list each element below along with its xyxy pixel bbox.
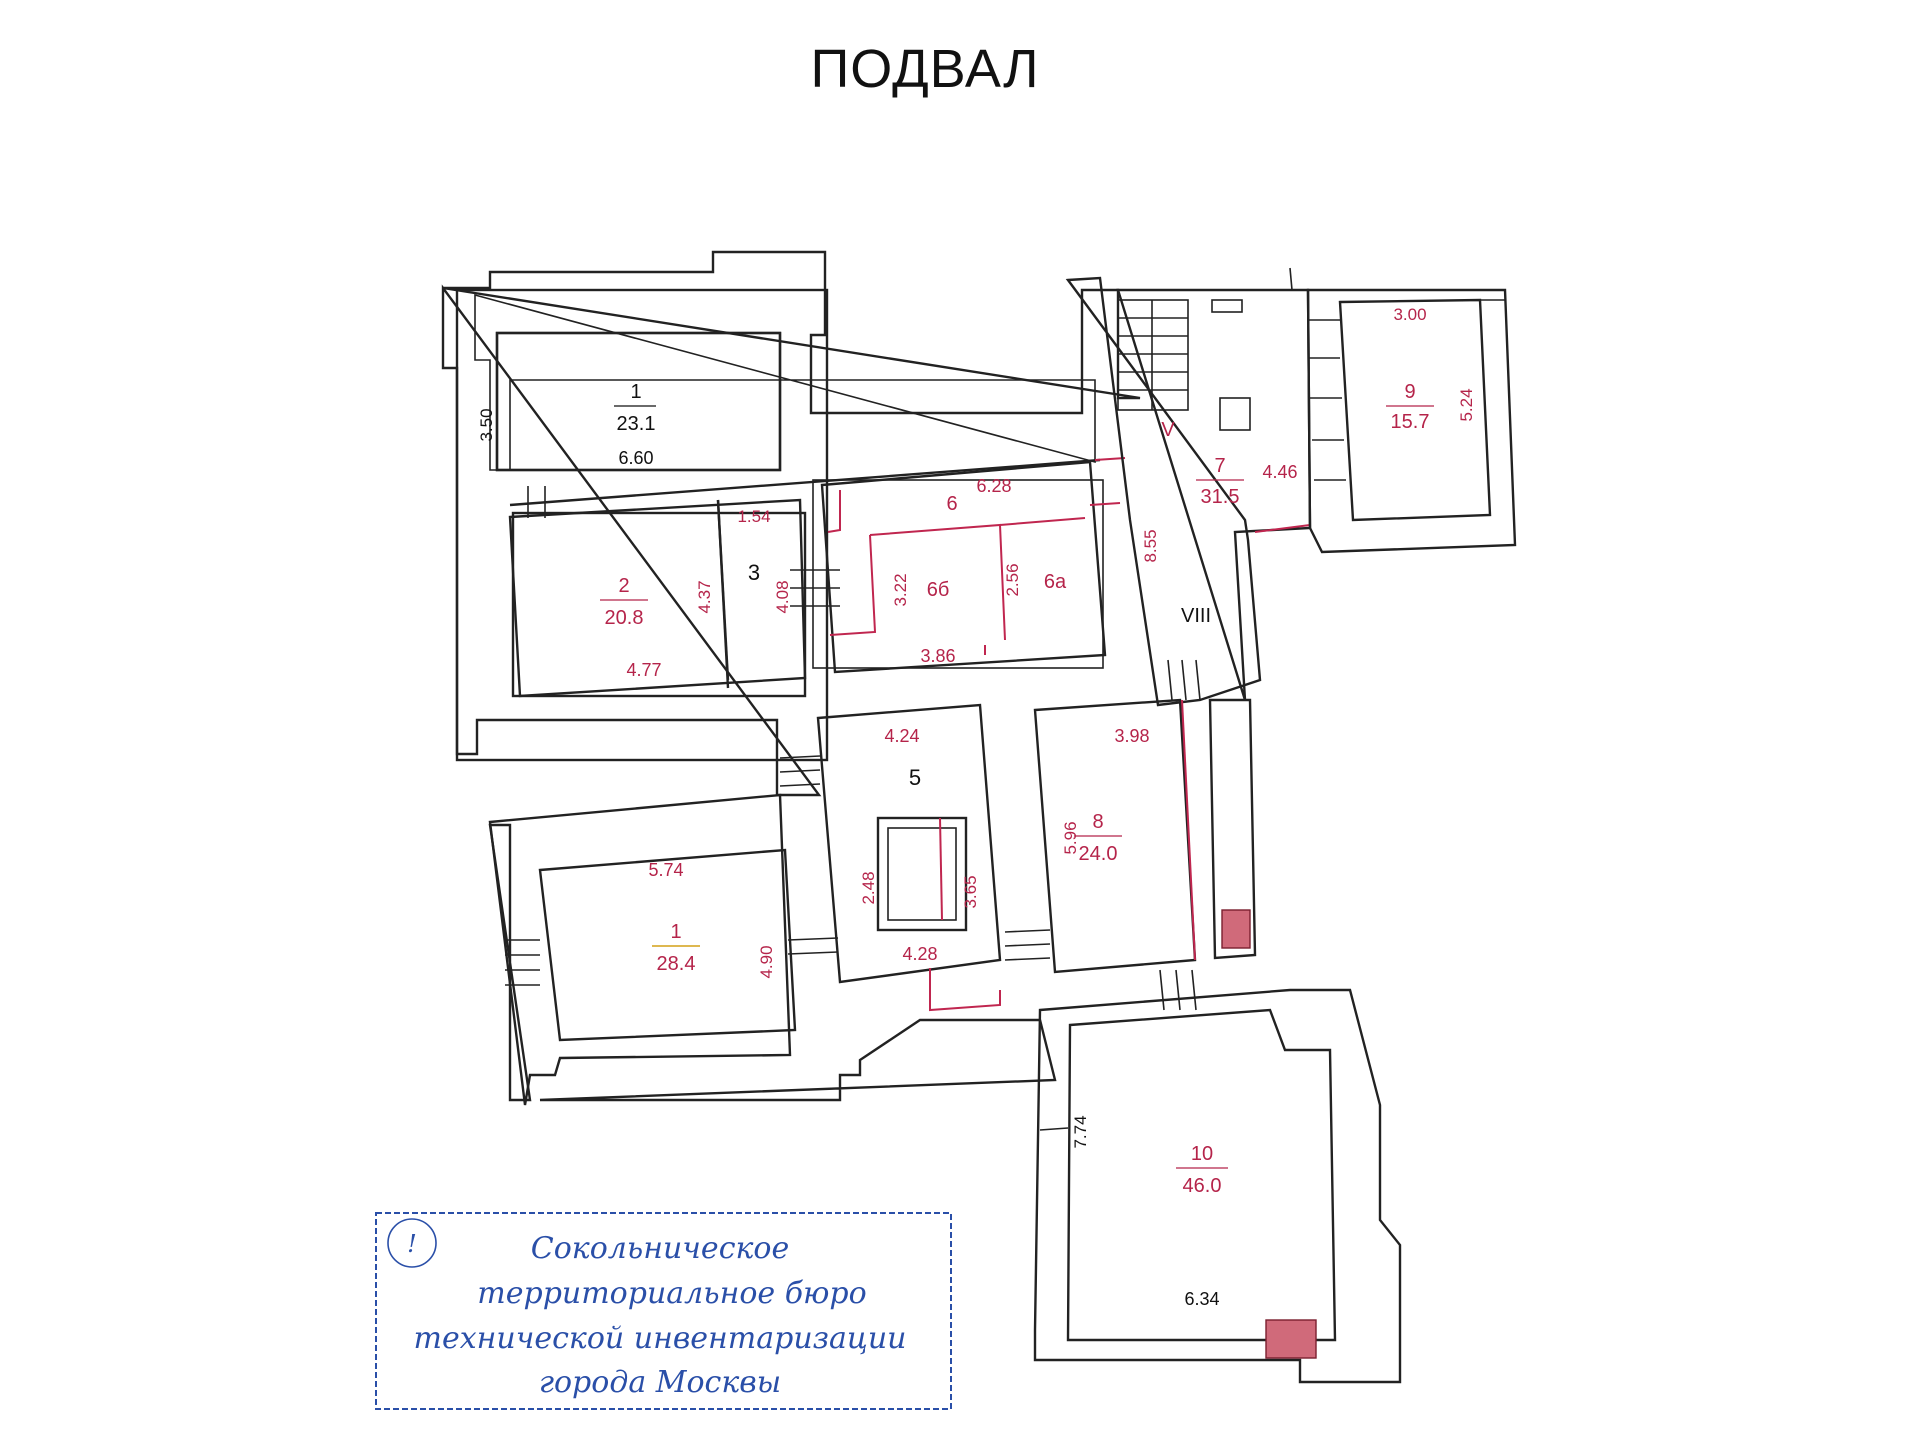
dim-428: 4.28 bbox=[902, 944, 937, 964]
dim-855: 8.55 bbox=[1141, 529, 1160, 562]
room-9-number: 9 bbox=[1404, 381, 1415, 403]
corridor-v-walls bbox=[1065, 267, 1312, 707]
room-1-bottom-area: 28.4 bbox=[657, 953, 696, 975]
dim-628: 6.28 bbox=[976, 476, 1011, 496]
page-title: ПОДВАЛ bbox=[810, 39, 1040, 99]
dim-256: 2.56 bbox=[1003, 563, 1022, 596]
dim-524: 5.24 bbox=[1457, 388, 1476, 421]
stamp-circle bbox=[387, 1218, 437, 1268]
dim-154: 1.54 bbox=[737, 507, 770, 526]
room-8-walls bbox=[1033, 659, 1257, 974]
dim-634: 6.34 bbox=[1184, 1289, 1219, 1309]
room-5-walls bbox=[779, 703, 1051, 1012]
stamp-line-3: технической инвентаризации bbox=[414, 1321, 907, 1356]
room-1-top bbox=[495, 331, 782, 472]
room-1-top-area: 23.1 bbox=[617, 413, 656, 435]
room-9-area: 15.7 bbox=[1391, 411, 1430, 433]
room-1-top-number: 1 bbox=[630, 381, 641, 403]
dim-248: 2.48 bbox=[859, 871, 878, 904]
room-6b-number: 6б bbox=[927, 579, 950, 601]
hatch-block bbox=[1221, 909, 1251, 949]
room-1-bottom-walls bbox=[488, 793, 1057, 1106]
room-6a-number: 6а bbox=[1044, 571, 1067, 593]
stairs bbox=[1117, 299, 1189, 411]
room-5-number: 5 bbox=[909, 765, 921, 790]
room-8-area: 24.0 bbox=[1079, 843, 1118, 865]
stamp-line-2: территориальное бюро bbox=[477, 1276, 866, 1311]
dim-350: 3.50 bbox=[477, 408, 496, 441]
stamp-mark: ! bbox=[407, 1230, 417, 1258]
dim-386: 3.86 bbox=[920, 646, 955, 666]
dim-477: 4.77 bbox=[626, 660, 661, 680]
room-7-area: 31.5 bbox=[1201, 486, 1240, 508]
dim-490: 4.90 bbox=[757, 945, 776, 978]
dim-408: 4.08 bbox=[773, 580, 792, 613]
room-10-number: 10 bbox=[1191, 1143, 1213, 1165]
stamp-line-4: города Москвы bbox=[539, 1365, 781, 1400]
bti-stamp: ! Сокольническое территориальное бюро те… bbox=[375, 1212, 952, 1410]
corridor-v-label: V bbox=[1161, 419, 1175, 441]
dim-660: 6.60 bbox=[618, 448, 653, 468]
room-2-number: 2 bbox=[618, 575, 629, 597]
room-6-block bbox=[790, 457, 1126, 674]
room-8-number: 8 bbox=[1092, 811, 1103, 833]
dim-322: 3.22 bbox=[891, 573, 910, 606]
room-9-walls bbox=[1306, 288, 1517, 554]
room-2-area: 20.8 bbox=[605, 607, 644, 629]
dim-398: 3.98 bbox=[1114, 726, 1149, 746]
dim-424: 4.24 bbox=[884, 726, 919, 746]
stamp-line-1: Сокольническое bbox=[531, 1231, 789, 1266]
dim-365: 3.65 bbox=[961, 875, 980, 908]
dim-574: 5.74 bbox=[648, 860, 683, 880]
dim-300: 3.00 bbox=[1393, 305, 1426, 324]
room-6-number: 6 bbox=[946, 493, 957, 515]
dim-774: 7.74 bbox=[1071, 1115, 1090, 1148]
room-3-number: 3 bbox=[748, 560, 760, 585]
dim-596: 5.96 bbox=[1061, 821, 1080, 854]
hatch-block-bottom bbox=[1265, 1319, 1317, 1359]
dim-446: 4.46 bbox=[1262, 462, 1297, 482]
corridor-viii-label: VIII bbox=[1181, 605, 1211, 627]
room-10-walls bbox=[1033, 969, 1402, 1384]
room-7-number: 7 bbox=[1214, 455, 1225, 477]
dim-437: 4.37 bbox=[695, 580, 714, 613]
room-2-3 bbox=[508, 486, 807, 698]
room-10-area: 46.0 bbox=[1183, 1175, 1222, 1197]
room-1-bottom-number: 1 bbox=[670, 921, 681, 943]
